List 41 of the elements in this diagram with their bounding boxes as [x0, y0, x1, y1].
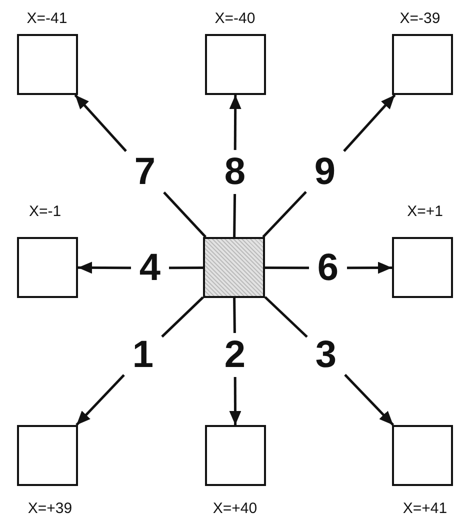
key-number: 2	[216, 333, 254, 377]
spoke-line	[265, 266, 309, 270]
key-number: 6	[309, 246, 347, 290]
spoke-line	[169, 266, 203, 270]
square-box	[205, 425, 266, 486]
arrow	[74, 94, 127, 152]
key-number: 7	[126, 150, 164, 194]
arrow	[78, 262, 131, 274]
address-label: X=-40	[214, 10, 256, 27]
square-box	[17, 237, 78, 298]
square-box	[17, 425, 78, 486]
arrow	[76, 374, 125, 426]
arrow	[229, 377, 242, 425]
arrow	[229, 95, 242, 150]
address-label: X=-39	[398, 10, 442, 27]
key-number: 1	[124, 333, 162, 377]
spoke-line	[264, 296, 308, 338]
key-number: 4	[131, 246, 169, 290]
spoke-line	[233, 194, 236, 238]
square-box	[392, 425, 453, 486]
address-label: X=+1	[406, 203, 444, 220]
spoke-line	[163, 192, 207, 238]
square-box	[17, 34, 78, 95]
address-label: X=+41	[402, 500, 448, 517]
key-number: 8	[216, 150, 254, 194]
address-label: X=+39	[26, 500, 74, 517]
spoke-line	[262, 191, 307, 238]
arrow	[344, 374, 394, 426]
shaded-square	[203, 237, 265, 298]
spoke-line	[161, 296, 204, 338]
address-label: X=-41	[26, 10, 68, 27]
address-label: X=-1	[28, 203, 62, 220]
square-box	[392, 34, 453, 95]
spoke-line	[233, 298, 236, 334]
address-label: X=+40	[212, 500, 258, 517]
key-number: 9	[306, 150, 344, 194]
square-box	[392, 237, 453, 298]
arrow	[343, 94, 396, 152]
key-number: 3	[307, 333, 345, 377]
square-box	[205, 34, 266, 95]
arrow	[347, 262, 392, 274]
